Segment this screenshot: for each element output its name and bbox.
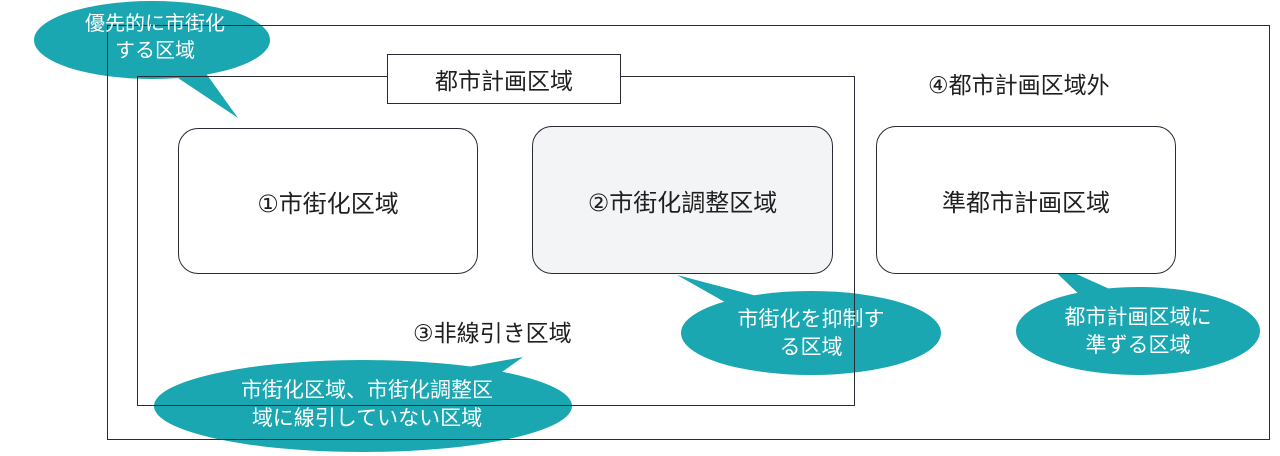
callout-text-suppression: 市街化を抑制す る区域 <box>737 307 885 360</box>
callout-bubble-quasi-body <box>1016 287 1260 375</box>
callout-bubble-priority <box>178 72 238 118</box>
callout-text-undesignated: 市街化区域、市街化調整区 域に線引していない区域 <box>241 378 493 431</box>
urbanization-area-box: ①市街化区域 <box>178 128 478 274</box>
callout-bubble-priority-body <box>34 1 270 79</box>
callout-text-priority: 優先的に市街化 する区域 <box>85 11 225 62</box>
city-planning-area-label: 都市計画区域 <box>387 54 621 104</box>
callout-bubble-suppression-body <box>681 291 941 375</box>
urbanization-control-area-box: ②市街化調整区域 <box>532 126 833 274</box>
urbanization-area-label: ①市街化区域 <box>257 189 399 218</box>
outside-city-planning-label: ④都市計画区域外 <box>928 73 1110 99</box>
quasi-city-planning-box: 準都市計画区域 <box>876 126 1176 274</box>
quasi-city-planning-label: 準都市計画区域 <box>942 188 1110 217</box>
callout-text-quasi: 都市計画区域に 準ずる区域 <box>1064 305 1212 358</box>
undesignated-area-label: ③非線引き区域 <box>413 321 572 347</box>
urbanization-control-area-label: ②市街化調整区域 <box>587 188 778 217</box>
outer-area-frame <box>107 25 1270 440</box>
callout-bubble-undesignated-body <box>154 360 572 452</box>
